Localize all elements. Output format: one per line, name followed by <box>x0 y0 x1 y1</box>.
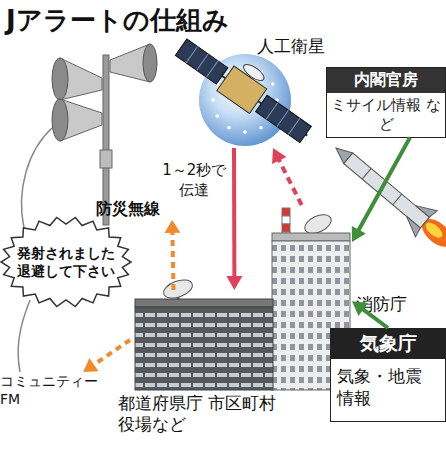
bubble-tail <box>18 300 30 372</box>
roof <box>135 299 273 307</box>
title: Jアラートの仕組み <box>6 3 229 38</box>
horn-mouth <box>143 44 157 82</box>
arrow-head <box>352 301 368 316</box>
missile-fin <box>400 216 422 237</box>
star <box>259 126 263 130</box>
missile-band <box>393 194 402 205</box>
bubble-outline <box>0 216 132 308</box>
panel-line <box>288 118 299 134</box>
star <box>211 98 215 102</box>
solar-panel <box>175 39 227 84</box>
prefecture-building: 都道府県庁 市区町村役場など <box>130 290 275 390</box>
arrow-head <box>164 220 180 233</box>
connector-line <box>361 308 388 328</box>
panel-line <box>266 103 277 119</box>
building-wall <box>135 307 273 390</box>
info-arrow <box>352 138 410 243</box>
star <box>216 114 220 118</box>
uplink-arrow <box>272 148 302 205</box>
panel-line <box>206 61 217 77</box>
connector-line <box>278 158 302 205</box>
bubble-tail <box>22 128 52 228</box>
panel-line <box>186 47 197 63</box>
flame-core <box>423 220 445 241</box>
cabinet-box: 内閣官房ミサイル情報 など <box>326 67 446 138</box>
edge-label: 1～2秒で 伝達 <box>158 161 230 200</box>
community-fm: コミュニティー FM <box>0 372 104 408</box>
box-body: ミサイル情報 など <box>327 93 445 137</box>
solar-panel <box>256 95 312 142</box>
connector-line <box>92 340 130 366</box>
speaker-label: 防災無線 <box>96 199 160 220</box>
broadcast-arrow <box>164 220 180 290</box>
loudspeaker-symbol <box>52 44 157 225</box>
horn-mouth <box>52 99 68 141</box>
tower-stripe <box>282 224 290 232</box>
control-box <box>100 150 112 168</box>
star <box>243 130 247 134</box>
arrow-head <box>83 358 98 372</box>
missile-band <box>362 168 371 179</box>
building-label: 都道府県庁 市区町村役場など <box>118 393 293 436</box>
star <box>271 82 275 86</box>
satellite-label: 人工衛星 <box>257 35 325 58</box>
jma-box: 気象庁気象・地震 情報 <box>330 328 446 422</box>
roof <box>272 233 350 241</box>
speaker-node: 防災無線 <box>50 45 180 220</box>
horn-mouth <box>52 58 68 100</box>
satellite-dish <box>241 62 266 84</box>
box-header: 気象庁 <box>331 329 445 359</box>
bubble-burst <box>1 218 131 307</box>
downlink-arrow <box>226 148 242 290</box>
broadcast-arrow <box>83 340 130 372</box>
connector-line <box>232 148 236 279</box>
bubble-text: 発射されました 退避して下さい <box>14 244 118 280</box>
globe <box>199 54 291 146</box>
arrow-head <box>352 226 366 242</box>
arrow-head <box>272 148 286 164</box>
speech-bubble: 発射されました 退避して下さい <box>0 216 132 308</box>
connector-line <box>172 230 173 290</box>
building-label: 消防庁 <box>356 293 407 316</box>
tower-stripe <box>282 216 290 224</box>
star <box>227 126 231 130</box>
fm-label: コミュニティー FM <box>0 372 104 408</box>
panel-line <box>277 110 288 126</box>
box-header: 内閣官房 <box>327 68 445 93</box>
box-body: 気象・地震 情報 <box>331 359 445 421</box>
missile-body <box>344 153 430 228</box>
info-arrow <box>352 301 388 328</box>
missile-fin <box>416 198 438 219</box>
tower-stripe <box>282 208 290 216</box>
satellite-node: 人工衛星 <box>195 33 325 148</box>
dish <box>161 276 195 301</box>
panel-line <box>197 54 208 70</box>
connector-line <box>357 138 410 233</box>
prefecture-illustration <box>135 276 273 390</box>
arrow-head <box>226 276 242 290</box>
